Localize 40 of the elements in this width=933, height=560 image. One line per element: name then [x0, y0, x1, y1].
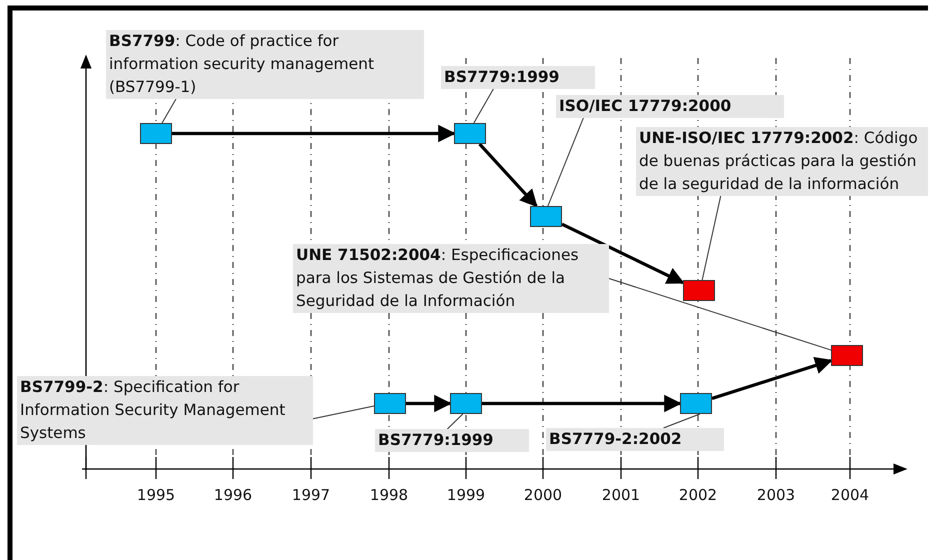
leader-line — [608, 278, 832, 351]
timeline-box — [831, 345, 863, 366]
year-label: 1997 — [292, 486, 330, 504]
callout-label: BS7779:1999 — [441, 66, 595, 89]
arrow — [406, 394, 452, 412]
timeline-box — [683, 280, 715, 301]
year-label: 2002 — [678, 486, 718, 504]
leader-line — [162, 98, 176, 124]
callout-label: ISO/IEC 17779:2000 — [556, 95, 784, 118]
callout-label: BS7779:1999 — [375, 429, 529, 452]
year-label: 2003 — [756, 486, 796, 504]
arrow — [561, 222, 685, 284]
arrow — [478, 142, 538, 208]
year-label: 1995 — [136, 486, 176, 504]
year-label: 1996 — [214, 486, 252, 504]
callout-label: UNE-ISO/IEC 17779:2002: Código de buenas prácticas para la gestión de la seguridad de la información — [636, 127, 928, 196]
arrow — [712, 357, 833, 400]
year-label: 2000 — [524, 486, 562, 504]
year-label: 2001 — [602, 486, 640, 504]
timeline-box — [680, 393, 712, 414]
year-label: 1999 — [446, 486, 486, 504]
timeline-box — [140, 123, 172, 144]
year-label: 2004 — [830, 486, 870, 504]
leader-line — [702, 196, 722, 280]
callout-label: BS7799-2: Specification for Information Security Management Systems — [17, 376, 313, 445]
timeline-box — [374, 393, 406, 414]
arrow — [482, 394, 682, 412]
callout-label: UNE 71502:2004: Especificaciones para los Sistemas de Gestión de la Seguridad de la Información — [293, 244, 609, 313]
arrow — [172, 124, 456, 142]
leader-line — [662, 414, 700, 428]
timeline-box — [530, 206, 562, 227]
timeline-box — [454, 123, 486, 144]
year-label: 1998 — [370, 486, 408, 504]
callout-label: BS7799: Code of practice for information security management (BS7799-1) — [106, 30, 424, 99]
leader-line — [446, 414, 464, 430]
leader-line — [312, 406, 374, 420]
leader-line — [547, 118, 584, 206]
callout-label: BS7779-2:2002 — [546, 428, 724, 451]
timeline-box — [450, 393, 482, 414]
leader-line — [473, 88, 494, 124]
